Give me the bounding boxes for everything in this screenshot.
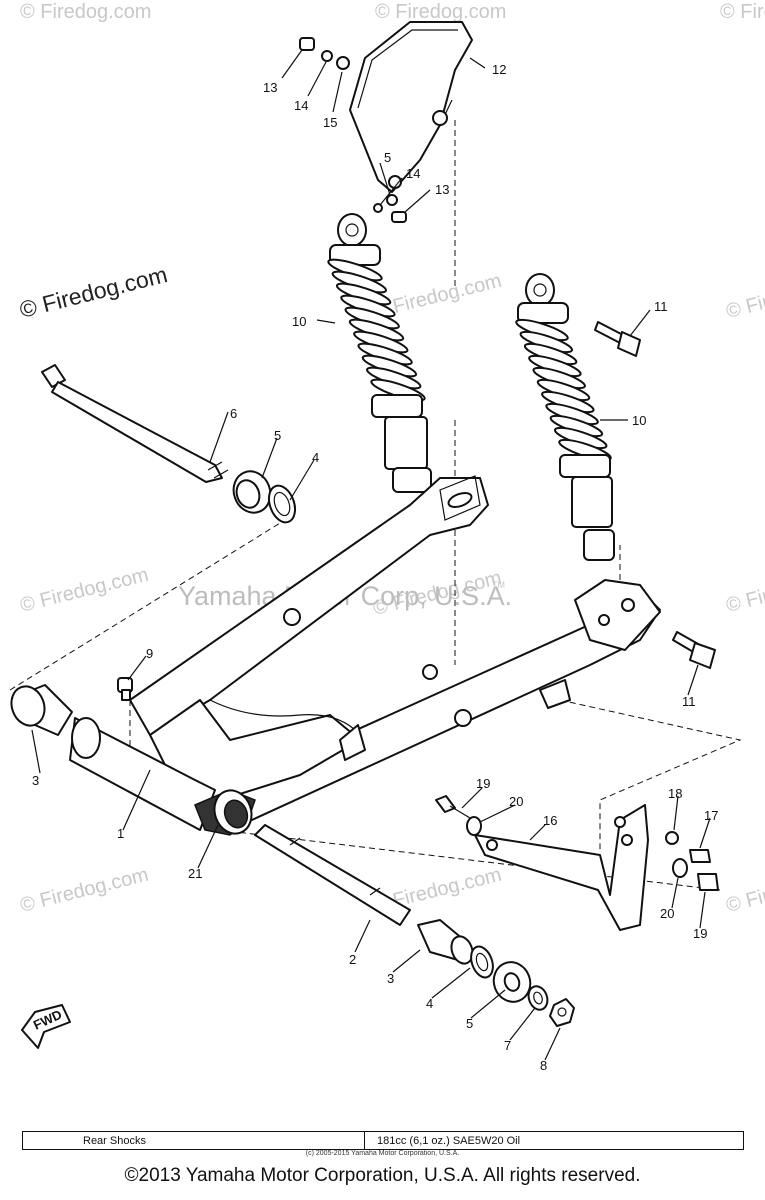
bracket-part-16 [474,804,649,931]
watermark-right-3: © Firedog.com [724,864,765,917]
fasteners-19-20 [435,795,719,891]
right-shock-part-10 [515,273,615,561]
callout-5-right: 5 [466,1016,473,1031]
watermark-left-2: © Firedog.com [18,564,151,617]
left-shock-spring [327,258,426,402]
callout-21: 21 [188,866,202,881]
bolt-13-lower [391,211,407,223]
callout-7: 7 [504,1038,511,1053]
collar-part-5-left [232,470,272,514]
callout-3-right: 3 [387,971,394,986]
callout-4-right: 4 [426,996,433,1011]
watermark-firedog-dark: © Firedog.com [17,261,170,323]
bolt-19-left [435,795,456,813]
callout-8: 8 [540,1058,547,1073]
bushing-part-21 [194,789,256,836]
watermark-right-2: © Firedog.com [724,564,765,617]
callout-12: 12 [492,62,506,77]
callout-11-upper: 11 [654,299,668,314]
washer-5-upper [386,194,398,206]
leader-lines [31,49,711,1061]
callout-labels: 13 14 15 12 5 14 13 10 11 10 6 5 4 9 3 1… [32,62,718,1073]
callout-20-left: 20 [509,794,523,809]
grease-nipple-part-9 [117,677,133,701]
washer-part-4-right [470,945,494,979]
washer-14-upper [321,50,333,62]
callout-15: 15 [323,115,337,130]
callout-18: 18 [668,786,682,801]
callout-19-left: 19 [476,776,490,791]
washer-18 [665,831,679,845]
watermark-tm: TM [492,580,505,590]
callout-17: 17 [704,808,718,823]
callout-5-upper: 5 [384,150,391,165]
callout-10-left: 10 [292,314,306,329]
callout-3-left: 3 [32,773,39,788]
callout-4-left: 4 [312,450,319,465]
bolt-17 [689,849,711,863]
bolt-13-upper [299,37,315,51]
callout-14-upper: 14 [294,98,308,113]
callout-9: 9 [146,646,153,661]
spec-value-cell: 181cc (6,1 oz.) SAE5W20 Oil [377,1134,521,1147]
callout-2: 2 [349,952,356,967]
small-copyright: (c) 2005-2015 Yamaha Motor Corporation, … [305,1150,460,1157]
bolt-19-right [697,873,719,891]
washer-14-lower [373,203,383,213]
upper-bracket-part-12 [349,21,473,193]
watermark-tl: © Firedog.com [20,1,151,23]
pivot-shaft-part-2 [254,824,411,926]
callout-5-left: 5 [274,428,281,443]
watermark-tc: © Firedog.com [375,1,506,23]
callout-14-lower: 14 [406,166,420,181]
callout-16: 16 [543,813,557,828]
bolt-11-lower [672,631,716,669]
washer-part-7 [527,985,549,1011]
nut-part-8 [549,998,575,1027]
callout-19-right: 19 [693,926,707,941]
bushing-part-3-left [10,684,73,736]
watermark-tr: © Firedog.com [720,1,765,23]
right-shock-spring [515,318,612,462]
callout-13-upper: 13 [263,80,277,95]
washer-20-left [466,816,482,836]
bushing-part-3-right [417,919,474,965]
washer-20-right [672,858,688,878]
left-shock-part-10 [327,213,432,493]
top-fasteners [299,37,407,223]
footer-copyright: ©2013 Yamaha Motor Corporation, U.S.A. A… [124,1165,641,1186]
callout-20-right: 20 [660,906,674,921]
callout-13-lower: 13 [435,182,449,197]
bolt-11-upper [594,321,641,357]
watermark-left-3: © Firedog.com [18,864,151,917]
washer-15 [336,56,350,70]
watermark-mid-r: © Firedog.com [724,270,765,323]
callout-10-right: 10 [632,413,646,428]
callout-1: 1 [117,826,124,841]
washer-part-4-left [267,484,297,524]
spec-part-cell: Rear Shocks [23,1132,365,1149]
pivot-shaft-part-6 [41,364,229,483]
callout-6: 6 [230,406,237,421]
callout-11-lower: 11 [682,694,696,709]
swing-arm-part-1 [69,475,661,831]
spec-table: Rear Shocks 181cc (6,1 oz.) SAE5W20 Oil [22,1131,744,1150]
forward-direction-arrow: FWD [21,1004,71,1049]
